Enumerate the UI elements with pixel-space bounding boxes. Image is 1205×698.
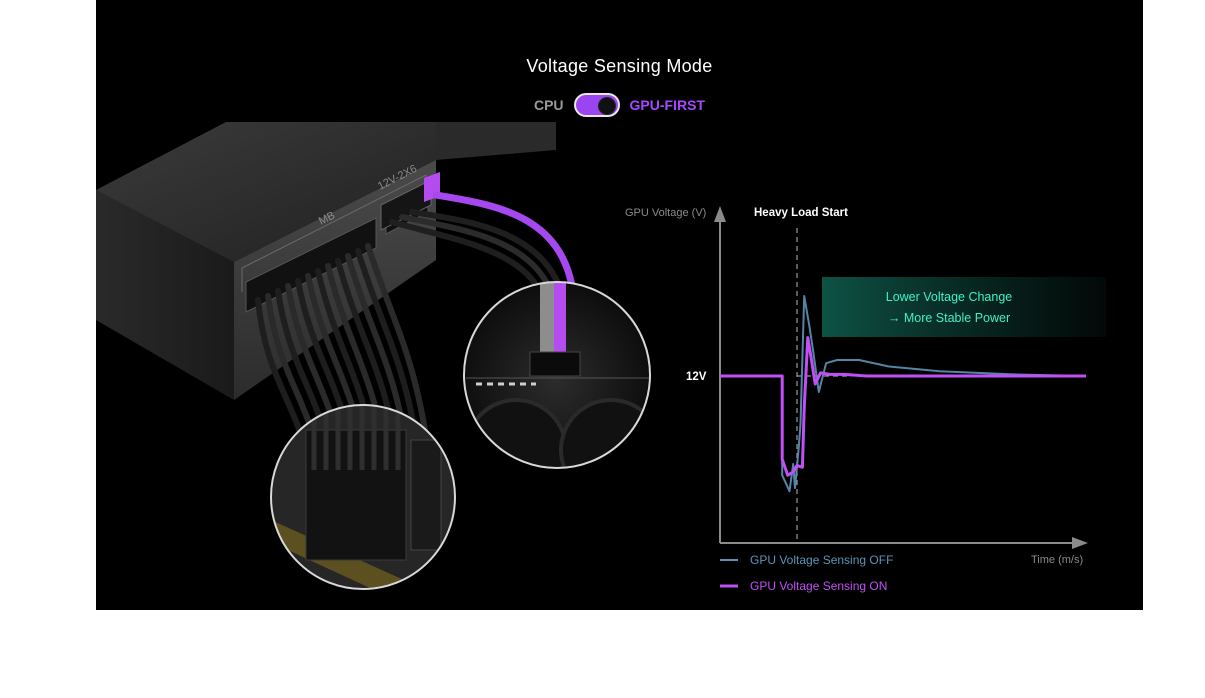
toggle-knob <box>597 97 616 115</box>
psu-illustration-and-chart: MB 12V-2X6 <box>96 122 1106 593</box>
voltage-sensing-toggle-switch[interactable] <box>573 93 620 117</box>
series-line-sensing-off <box>720 295 1087 493</box>
motherboard-connector-zoom-lens <box>270 404 456 590</box>
legend-label-off: GPU Voltage Sensing OFF <box>750 553 893 567</box>
x-axis-label: Time (m/s) <box>1031 554 1083 566</box>
voltage-sensing-panel: Voltage Sensing Mode CPU GPU-FIRST <box>96 0 1143 610</box>
annotation-line-1: Lower Voltage Change <box>886 290 1013 304</box>
x-axis-arrow-icon <box>1072 537 1088 549</box>
annotation-box <box>822 277 1106 337</box>
annotation-line-2: → More Stable Power <box>888 311 1010 325</box>
legend-label-on: GPU Voltage Sensing ON <box>750 579 887 593</box>
gpu-connector-zoom-lens <box>463 281 651 469</box>
page-title: Voltage Sensing Mode <box>526 56 713 76</box>
y-tick-label-12v: 12V <box>686 371 707 383</box>
y-axis-label: GPU Voltage (V) <box>625 207 706 219</box>
toggle-label-cpu[interactable]: CPU <box>533 97 564 113</box>
heavy-load-start-label: Heavy Load Start <box>754 207 848 219</box>
chart-series-layer <box>720 295 1087 493</box>
series-line-sensing-on <box>720 336 1086 477</box>
y-axis-arrow-icon <box>714 206 726 222</box>
voltage-chart: GPU Voltage (V) Time (m/s) 12V Heavy Loa… <box>625 206 1106 593</box>
voltage-sensing-toggle-row: CPU GPU-FIRST <box>96 90 1143 120</box>
psu-unit: MB 12V-2X6 <box>96 122 556 400</box>
toggle-label-gpu-first[interactable]: GPU-FIRST <box>629 97 705 113</box>
